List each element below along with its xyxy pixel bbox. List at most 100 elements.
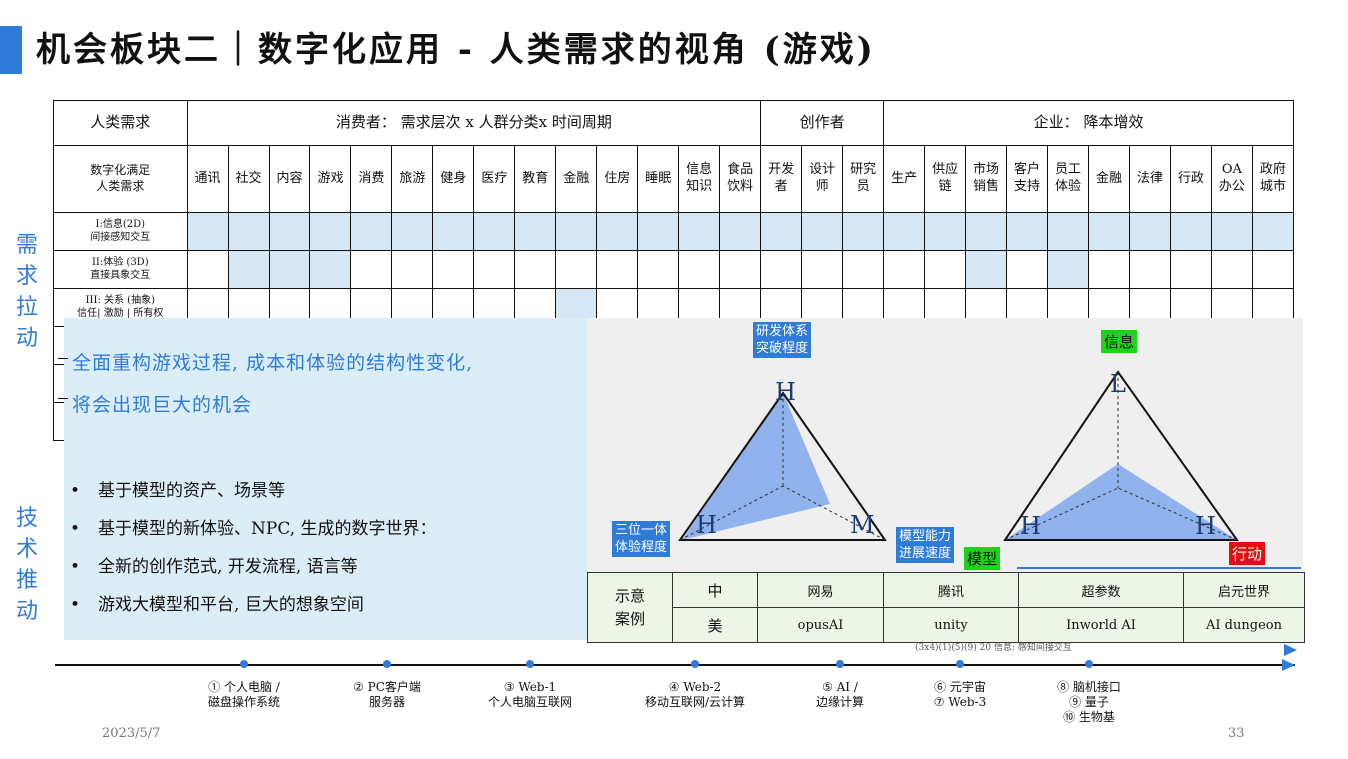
matrix-cell [514, 212, 557, 251]
column-header: 住房 [596, 145, 639, 213]
timeline-dot [240, 660, 248, 668]
matrix-cell [801, 212, 844, 251]
side-label-demand-pull: 需求拉动 [15, 233, 38, 351]
matrix-cell [1006, 212, 1049, 251]
label-rd-breakthrough: 研发体系 突破程度 [753, 322, 812, 358]
label-model: 模型 [964, 547, 1001, 570]
vertex-right-right: H [1195, 512, 1216, 540]
column-header: 行政 [1169, 145, 1212, 213]
case-us: unity [883, 607, 1019, 643]
matrix-cell [309, 212, 352, 251]
matrix-cell [883, 250, 926, 289]
matrix-cell [719, 212, 762, 251]
bullet-text: 游戏大模型和平台, 巨大的想象空间 [98, 595, 364, 615]
timeline-dot [836, 660, 844, 668]
matrix-cell [186, 250, 229, 289]
matrix-cell [473, 250, 516, 289]
row-label: II:体验 (3D) 直接具象交互 [53, 250, 188, 289]
column-header: 消费 [350, 145, 393, 213]
matrix-cell [1210, 212, 1253, 251]
case-cn: 腾讯 [883, 572, 1019, 608]
row-label: I:信息(2D) 间接感知交互 [53, 212, 188, 251]
vertex-right-left: H [1020, 512, 1041, 540]
header-creator: 创作者 [760, 100, 885, 146]
matrix-cell [350, 250, 393, 289]
stray-text: (3x4)(1)(5)(9) 20 信息: 感知间接交互 [915, 643, 1072, 653]
timeline-dot [526, 660, 534, 668]
overlay-bullet: • 全新的创作范式, 开发流程, 语言等 [70, 552, 358, 577]
table-row: II:体验 (3D) 直接具象交互 [53, 250, 1295, 289]
matrix-cell [1128, 250, 1171, 289]
sub-header-label: 数字化满足 人类需求 [53, 145, 188, 213]
matrix-cell [1169, 250, 1212, 289]
column-header: 政府 城市 [1251, 145, 1295, 213]
vertex-right-top: L [1110, 370, 1126, 398]
bullet-text: 基于模型的资产、场景等 [98, 481, 286, 501]
matrix-cell [350, 212, 393, 251]
column-header: 员工 体验 [1047, 145, 1089, 213]
overlay-bullet: • 基于模型的新体验、NPC, 生成的数字世界： [70, 514, 437, 539]
overlay-bullet: •游戏大模型和平台, 巨大的想象空间 [70, 590, 364, 615]
column-header: 医疗 [473, 145, 516, 213]
column-header: 信息 知识 [678, 145, 721, 213]
matrix-cell [637, 250, 680, 289]
case-us: opusAI [757, 607, 884, 643]
case-examples-table: 示意 案例 中 网易 腾讯 超参数 启元世界 美 opusAI unity In… [587, 572, 1305, 643]
column-header: OA 办公 [1210, 145, 1253, 213]
matrix-cell [555, 250, 598, 289]
header-need: 人类需求 [53, 100, 188, 146]
triangle-diagram [678, 370, 1301, 569]
column-header: 内容 [268, 145, 311, 213]
matrix-cell [1128, 212, 1171, 251]
right-axis-left [1004, 487, 1119, 541]
matrix-cell [760, 212, 803, 251]
overlay-headline-2: 将会出现巨大的机会 [72, 394, 253, 416]
matrix-cell [1006, 250, 1049, 289]
timeline-label: ② PC客户端 服务器 [353, 680, 421, 709]
timeline-label: ⑧ 脑机接口 ⑨ 量子 ⑩ 生物基 [1057, 680, 1121, 724]
column-header: 食品 饮料 [719, 145, 762, 213]
matrix-cell [1251, 250, 1295, 289]
bullet-text: 全新的创作范式, 开发流程, 语言等 [98, 557, 358, 577]
vertex-left-left: H [696, 511, 717, 539]
timeline-axis [55, 664, 1295, 666]
column-header: 设计 师 [801, 145, 844, 213]
left-axis-right [782, 485, 886, 541]
matrix-cell [514, 250, 557, 289]
column-header: 教育 [514, 145, 557, 213]
case-us: Inworld AI [1018, 607, 1184, 643]
vertex-left-top: H [775, 378, 796, 406]
matrix-cell [473, 212, 516, 251]
case-cn: 启元世界 [1183, 572, 1305, 608]
matrix-cell [268, 212, 311, 251]
timeline-dot [1085, 660, 1093, 668]
matrix-cell [637, 212, 680, 251]
right-axis-right [1117, 487, 1238, 541]
matrix-cell [801, 250, 844, 289]
column-header: 睡眠 [637, 145, 680, 213]
matrix-cell [391, 250, 434, 289]
timeline-label: ① 个人电脑 / 磁盘操作系统 [207, 680, 281, 709]
column-header: 健身 [432, 145, 475, 213]
bullet-dot: • [70, 519, 81, 539]
timeline-arrow [1282, 659, 1295, 671]
matrix-cell [965, 212, 1008, 251]
matrix-cell [1047, 212, 1089, 251]
timeline-label: ⑤ AI / 边缘计算 [815, 680, 865, 709]
cases-label: 示意 案例 [587, 572, 673, 643]
left-triangle-outline [678, 391, 887, 541]
bullet-text: 基于模型的新体验、NPC, 生成的数字世界： [98, 519, 437, 539]
column-header: 开发 者 [760, 145, 803, 213]
vertex-left-right: M [850, 511, 875, 539]
left-triangle-fill [682, 393, 830, 540]
label-action: 行动 [1229, 542, 1266, 565]
matrix-cell [227, 212, 270, 251]
matrix-cell [1087, 250, 1130, 289]
bullet-dot: • [70, 557, 81, 577]
matrix-cell [965, 250, 1008, 289]
timeline-dot [383, 660, 391, 668]
column-header: 通讯 [186, 145, 229, 213]
column-header: 游戏 [309, 145, 352, 213]
cases-row-cn: 中 [672, 572, 758, 608]
timeline-label: ④ Web-2 移动互联网/云计算 [644, 680, 746, 709]
